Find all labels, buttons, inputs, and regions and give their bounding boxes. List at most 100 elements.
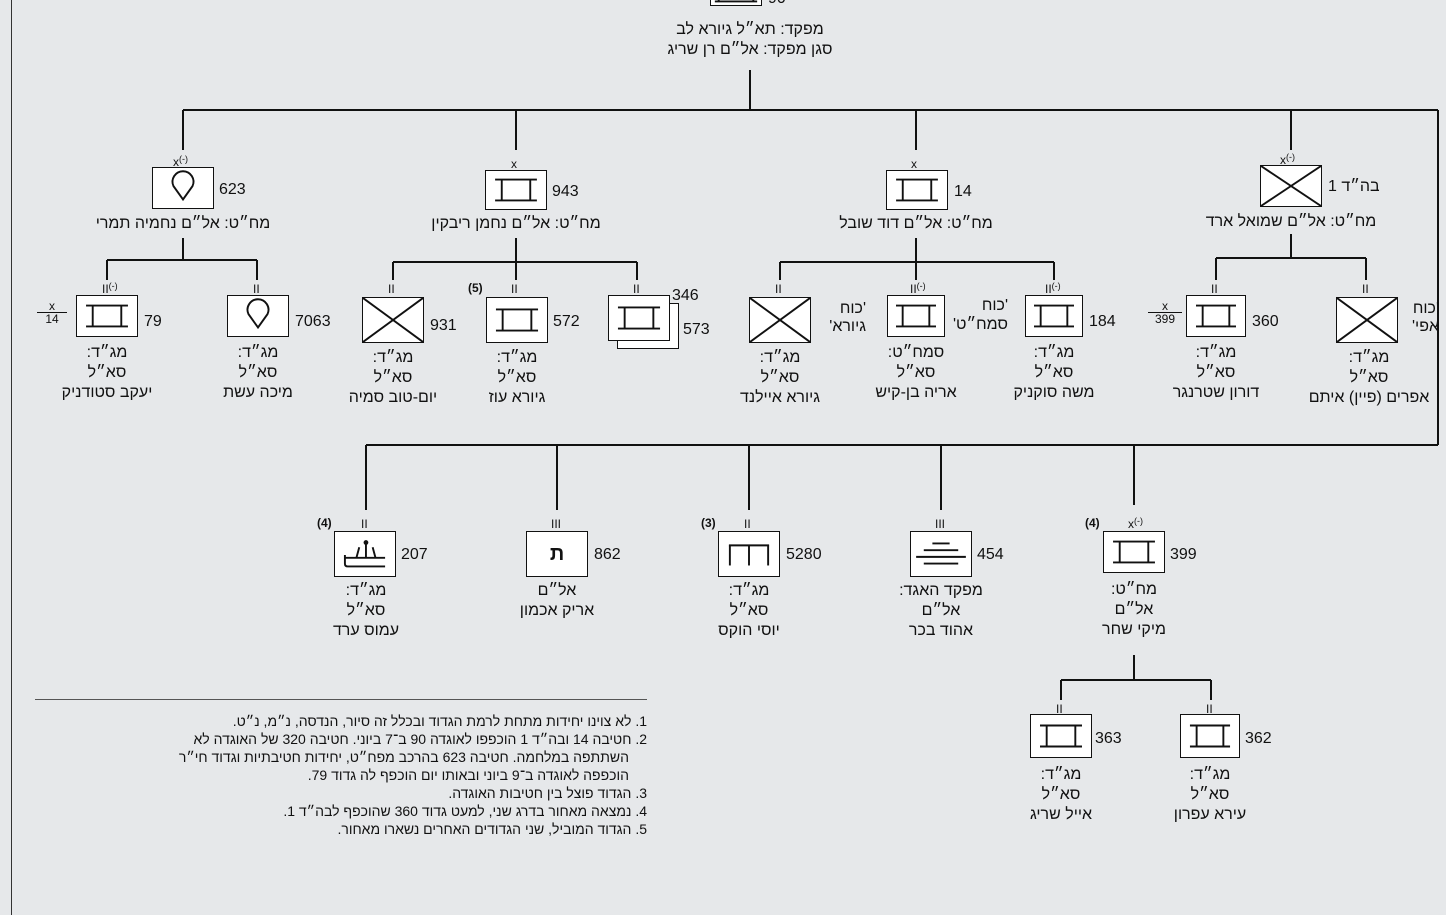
bn-184-size: II(-) <box>1045 281 1061 296</box>
brigade-bahad-number: בה״ד 1 <box>1328 178 1380 195</box>
bn-362-size: II <box>1206 702 1213 716</box>
recon-icon <box>171 170 195 202</box>
bn-360-number: 360 <box>1252 313 1279 330</box>
bn-346-size: II <box>633 282 640 296</box>
unit-454-number: 454 <box>977 546 1004 563</box>
notes-divider <box>35 699 647 700</box>
brigade-623-number: 623 <box>219 181 246 198</box>
unit-207-note: (4) <box>317 516 332 530</box>
bn-931-size: II <box>388 282 395 296</box>
bn-79-fraction: x 14 <box>37 300 67 325</box>
armor-icon <box>714 0 758 3</box>
division-commander: מפקד: תא״ל גיורא לב סגן מפקד: אל״ם רן שר… <box>600 20 900 60</box>
division-number: 90 <box>768 0 786 8</box>
bn-362-number: 362 <box>1245 730 1272 747</box>
brigade-14-commander: מח״ט: אל״ם דוד שובל <box>839 215 993 232</box>
brigade-943-size: x <box>511 157 517 171</box>
unit-454-size: III <box>935 517 946 531</box>
brigade-623-symbol <box>152 167 214 209</box>
unit-5280-note: (3) <box>701 516 716 530</box>
unit-399-size: x(-) <box>1128 516 1143 531</box>
infantry-icon <box>750 298 810 342</box>
bn-7063-size: II <box>253 282 260 296</box>
bn-572-number: 572 <box>553 313 580 330</box>
recon-icon <box>246 298 270 330</box>
bn-572-note: (5) <box>468 281 483 295</box>
bn-931-number: 931 <box>430 317 457 334</box>
bn-363-size: II <box>1056 702 1063 716</box>
armor-icon <box>617 306 661 330</box>
unit-862-letter: ת <box>549 543 565 565</box>
bn-360-frac-top: x <box>1148 300 1182 313</box>
unit-399-note: (4) <box>1085 516 1100 530</box>
bn-184-symbol <box>1025 295 1083 337</box>
bn-efi-symbol <box>1336 297 1398 343</box>
bn-572-size: II <box>511 282 518 296</box>
unit-399-number: 399 <box>1170 546 1197 563</box>
division-symbol <box>710 0 762 6</box>
armor-icon <box>1040 724 1082 748</box>
brigade-943-commander: מח״ט: אל״ם נחמן ריבקין <box>431 215 601 232</box>
bn-572-symbol <box>486 297 548 343</box>
brigade-14-size: x <box>911 157 917 171</box>
armor-icon <box>495 178 537 202</box>
division-commander-text: מפקד: תא״ל גיורא לב <box>676 21 824 38</box>
armor-icon <box>1113 540 1155 564</box>
armor-icon <box>1196 304 1236 328</box>
infantry-icon <box>1261 166 1321 206</box>
bn-346-number: 346 <box>672 287 699 304</box>
bn-184-number: 184 <box>1089 313 1116 330</box>
brigade-943-symbol <box>485 170 547 210</box>
brigade-bahad-symbol <box>1260 165 1322 207</box>
unit-5280-number: 5280 <box>786 546 822 563</box>
bn-7063-symbol <box>227 295 289 337</box>
support-group-icon <box>916 542 966 565</box>
bn-362-symbol <box>1180 714 1240 758</box>
armor-icon <box>896 178 938 202</box>
bn-79-frac-top: x <box>37 300 67 313</box>
unit-207-symbol <box>334 531 396 577</box>
brigade-623-size: x(-) <box>173 154 188 169</box>
footnotes: 1. לא צוינו יחידות מתחת לרמת הגדוד ובכלל… <box>35 712 647 838</box>
armor-icon <box>896 304 936 328</box>
artillery-icon <box>343 540 386 568</box>
footnote-4: 4. נמצאה מאחור בדרג שני, למעט גדוד 360 ש… <box>283 803 647 819</box>
engineer-icon <box>728 544 770 566</box>
unit-207-number: 207 <box>401 546 428 563</box>
division-deputy-text: סגן מפקד: אל״ם רן שריג <box>667 41 833 58</box>
armor-icon <box>86 304 128 328</box>
unit-862-symbol: ת <box>526 531 588 577</box>
armor-icon <box>1034 304 1074 328</box>
bn-360-size: II <box>1211 282 1218 296</box>
infantry-icon <box>1337 298 1397 342</box>
unit-862-size: III <box>551 517 562 531</box>
bn-363-number: 363 <box>1095 730 1122 747</box>
brigade-14-symbol <box>886 170 948 210</box>
bn-samchat-size: II(-) <box>910 281 926 296</box>
bn-931-symbol <box>362 297 424 343</box>
bn-346-symbol <box>608 295 670 341</box>
unit-454-symbol <box>910 531 972 577</box>
bn-573-number: 573 <box>683 321 710 338</box>
bn-efi-size: II <box>1362 282 1369 296</box>
bn-7063-number: 7063 <box>295 313 331 330</box>
unit-5280-symbol <box>718 531 780 577</box>
footnote-5: 5. הגדוד המוביל, שני הגדודים האחרים נשאר… <box>337 821 647 837</box>
bn-giora-symbol <box>749 297 811 343</box>
bn-363-symbol <box>1030 714 1092 758</box>
footnote-2-cont-2: הוכפפה לאוגדה ב־9 ביוני ובאותו יום הוכפף… <box>307 767 629 783</box>
armor-icon <box>1189 724 1231 748</box>
unit-399-symbol <box>1103 531 1165 573</box>
